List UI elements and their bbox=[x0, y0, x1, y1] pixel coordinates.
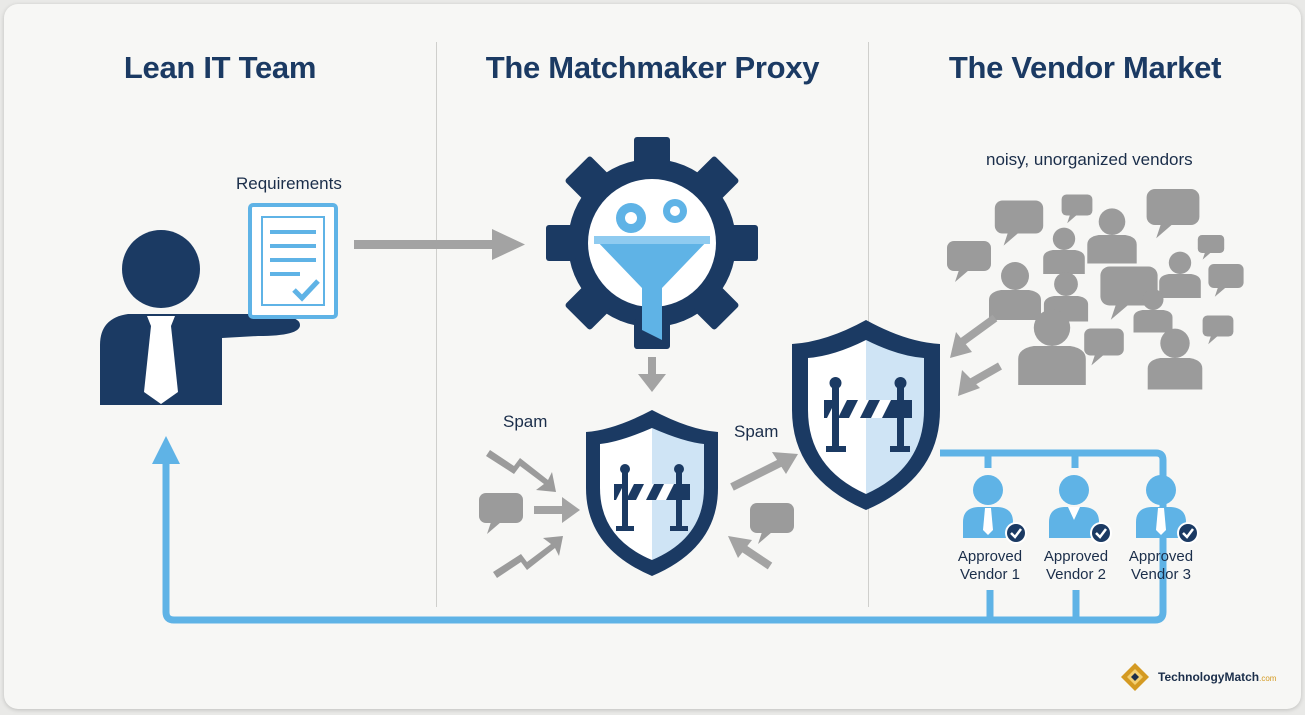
spam-label-right: Spam bbox=[734, 422, 779, 441]
vendor-label-1: Approved Vendor 1 bbox=[950, 548, 1030, 584]
approved-vendor-icon-1 bbox=[963, 475, 1027, 544]
spam-bolt-lower bbox=[493, 536, 563, 578]
requirements-label: Requirements bbox=[236, 174, 342, 193]
requirements-document-icon bbox=[248, 203, 338, 319]
vendor-label-2-line2: Vendor 2 bbox=[1045, 566, 1107, 583]
matchmaker-gear-icon bbox=[546, 137, 758, 349]
spam-bolt-upper bbox=[486, 450, 556, 492]
spam-arrow-out-right bbox=[730, 452, 798, 491]
title-lean-it-team: Lean IT Team bbox=[123, 50, 317, 85]
vendor-label-1-line1: Approved bbox=[957, 548, 1023, 565]
crowd-arrow-lower bbox=[958, 362, 1002, 396]
vendor-label-1-line2: Vendor 1 bbox=[959, 566, 1021, 583]
brand-name-text: TechnologyMatch bbox=[1158, 670, 1260, 684]
noisy-vendor-crowd-icon bbox=[947, 189, 1244, 390]
brand-name: TechnologyMatch.com bbox=[1158, 670, 1276, 684]
vendor-gate-shield-icon bbox=[792, 320, 940, 510]
it-person-icon bbox=[100, 230, 300, 405]
vendor-label-2-line1: Approved bbox=[1043, 548, 1109, 565]
technologymatch-logo-icon bbox=[1121, 663, 1149, 691]
spam-bubble-left bbox=[479, 493, 523, 534]
brand-suffix: .com bbox=[1259, 674, 1277, 683]
title-vendor-market: The Vendor Market bbox=[948, 50, 1222, 85]
title-matchmaker-proxy: The Matchmaker Proxy bbox=[485, 50, 820, 85]
spam-bubble-right bbox=[750, 503, 794, 544]
return-arrow-head bbox=[152, 436, 180, 464]
vendor-label-3-line2: Vendor 3 bbox=[1130, 566, 1192, 583]
approved-vendor-icon-2 bbox=[1049, 475, 1112, 544]
vendor-label-2: Approved Vendor 2 bbox=[1036, 548, 1116, 584]
crowd-arrow-upper bbox=[950, 314, 998, 358]
vendor-label-3-line1: Approved bbox=[1128, 548, 1194, 565]
vendor-label-3: Approved Vendor 3 bbox=[1121, 548, 1201, 584]
spam-arrow-left bbox=[534, 497, 580, 523]
spam-filter-shield-icon bbox=[586, 410, 718, 576]
approved-vendor-icon-3 bbox=[1136, 475, 1199, 544]
arrow-to-proxy bbox=[354, 229, 525, 260]
arrow-to-filter-shield bbox=[638, 357, 666, 392]
spam-label-left: Spam bbox=[503, 412, 548, 431]
market-note-label: noisy, unorganized vendors bbox=[986, 150, 1193, 169]
approved-flow-line bbox=[162, 449, 1167, 624]
column-divider-left bbox=[436, 42, 437, 607]
spam-arrow-in-right bbox=[728, 536, 773, 570]
